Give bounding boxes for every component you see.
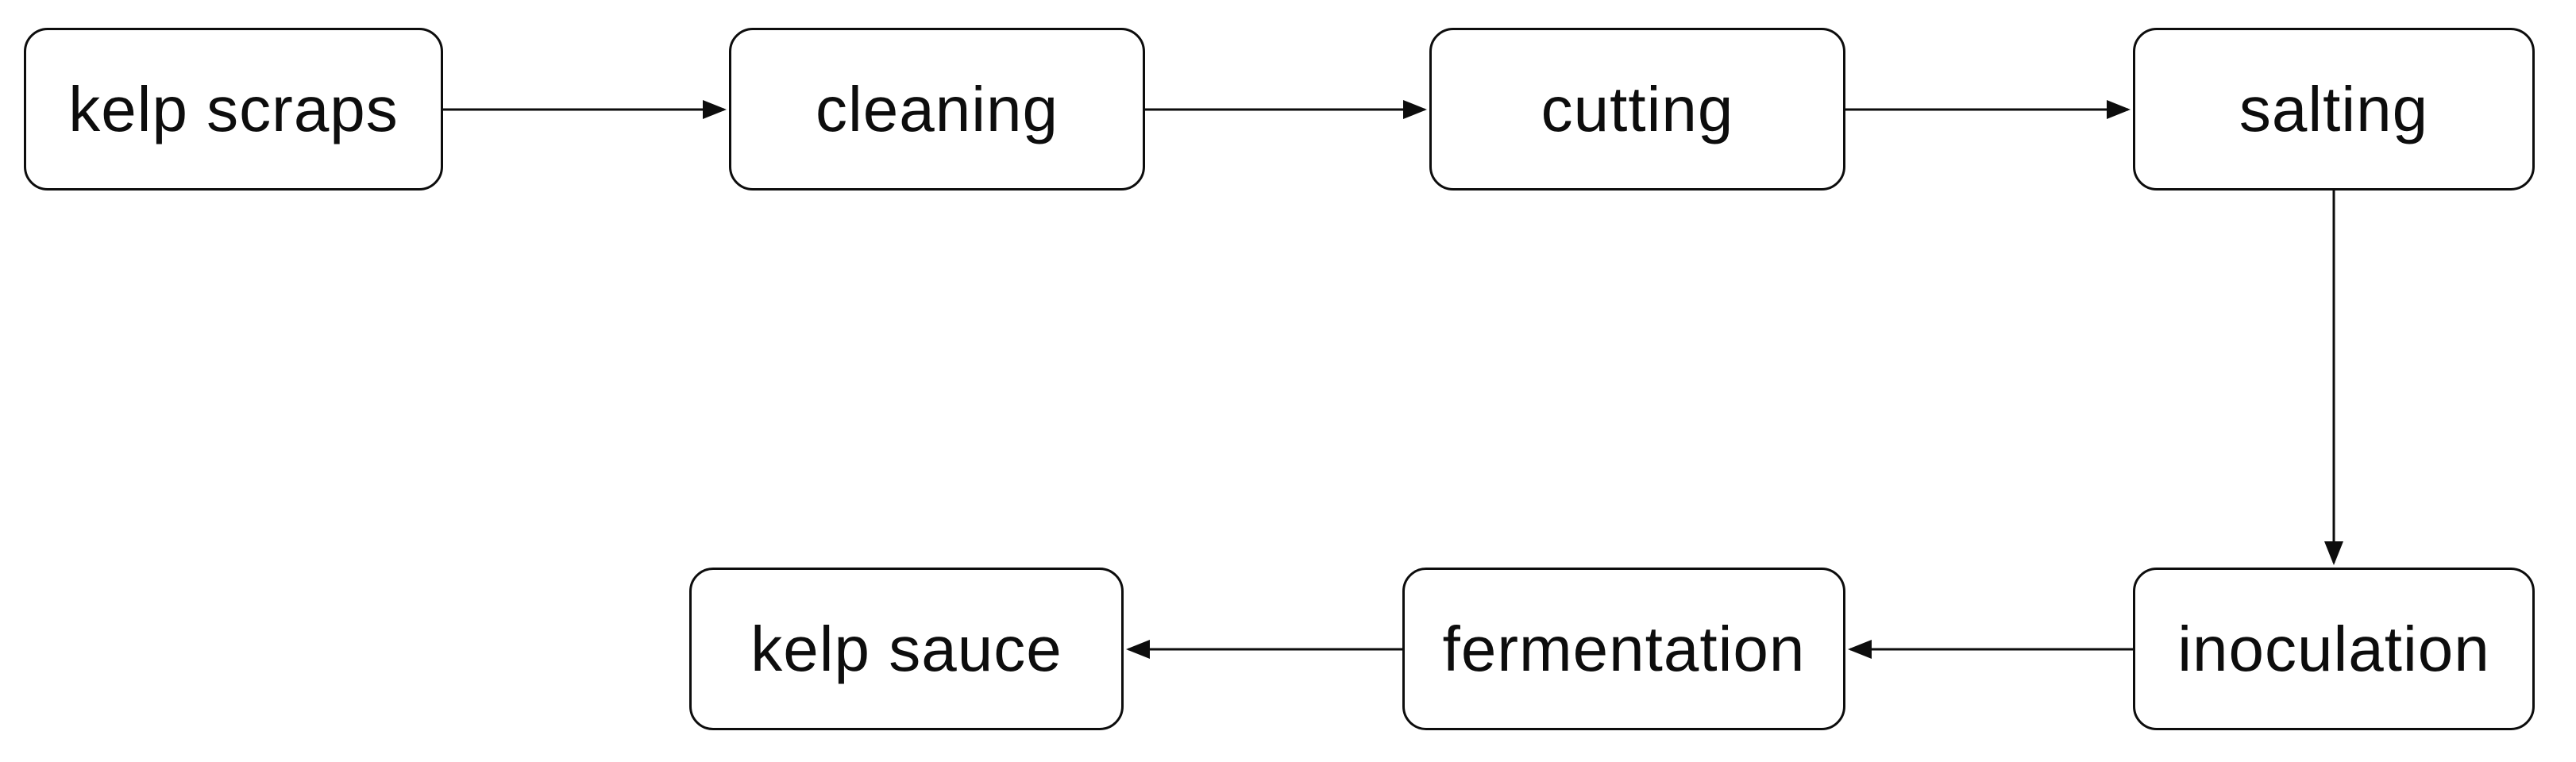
node-fermentation: fermentation <box>1402 568 1845 730</box>
node-label: cutting <box>1541 73 1734 144</box>
node-inoculation: inoculation <box>2133 568 2535 730</box>
node-kelp-sauce: kelp sauce <box>689 568 1124 730</box>
node-label: inoculation <box>2177 613 2490 684</box>
node-label: salting <box>2239 73 2429 144</box>
node-label: cleaning <box>815 73 1059 144</box>
node-label: kelp scraps <box>68 73 399 144</box>
node-cutting: cutting <box>1429 28 1845 190</box>
node-label: fermentation <box>1442 613 1806 684</box>
node-kelp-scraps: kelp scraps <box>24 28 443 190</box>
node-cleaning: cleaning <box>729 28 1145 190</box>
node-label: kelp sauce <box>750 613 1062 684</box>
node-salting: salting <box>2133 28 2535 190</box>
